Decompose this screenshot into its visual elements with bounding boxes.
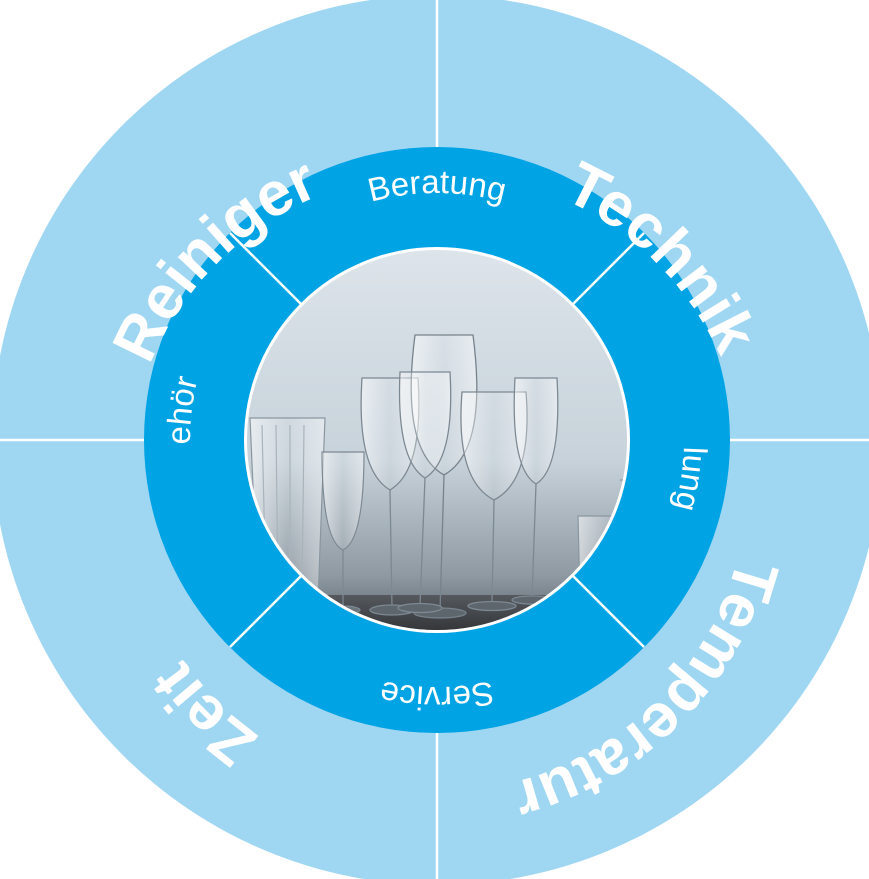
inner-label-service: Service xyxy=(377,674,497,717)
inner-dividers xyxy=(229,232,645,648)
center-photo xyxy=(247,250,627,630)
glass-wine-3 xyxy=(397,371,452,614)
glass-flute-right xyxy=(511,377,559,605)
